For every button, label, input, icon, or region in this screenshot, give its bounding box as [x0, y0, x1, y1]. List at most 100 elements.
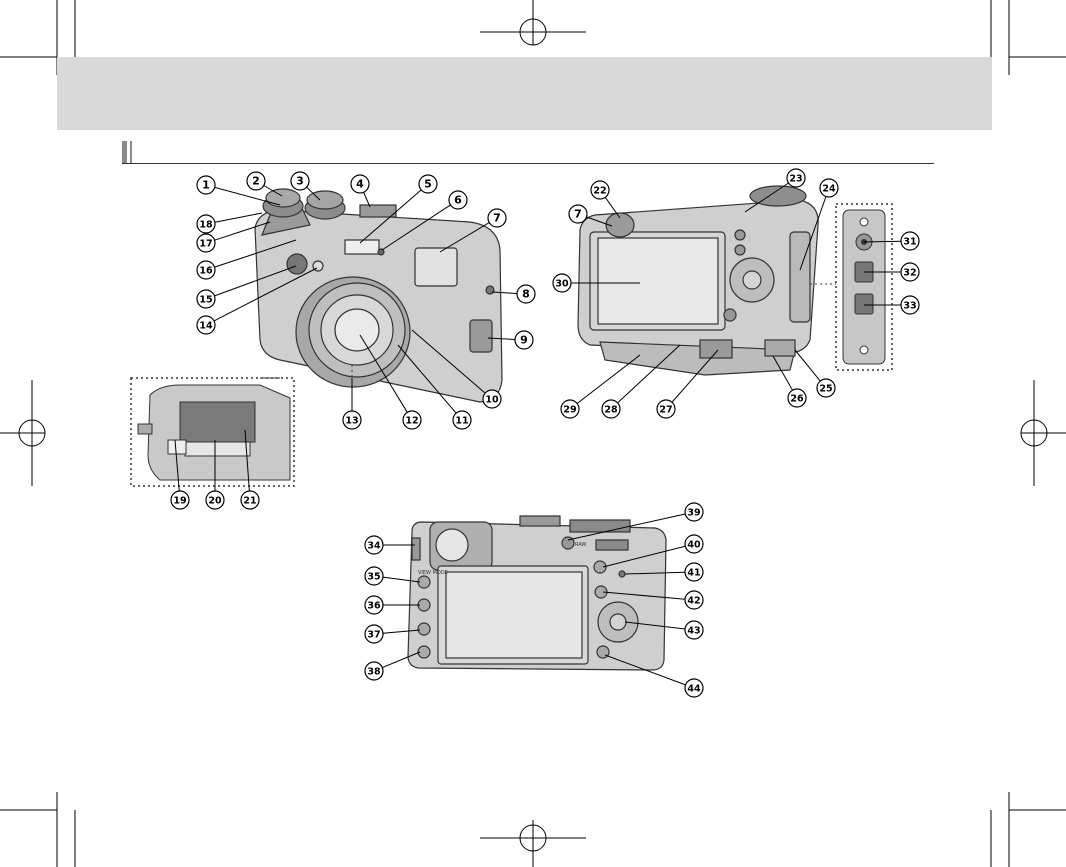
- leader-line: [586, 216, 613, 227]
- view-mode-label: VIEW MODE: [418, 570, 448, 576]
- callout-number: 29: [563, 405, 576, 416]
- callout-circle: [684, 590, 704, 610]
- callout-circle: [900, 295, 920, 315]
- leader-line: [624, 621, 686, 630]
- callout-connector_panel-31: 31: [863, 231, 920, 251]
- callout-number: 9: [520, 334, 528, 347]
- leader-line: [439, 222, 490, 253]
- leader-line: [397, 344, 457, 414]
- leader-line: [214, 239, 297, 268]
- callout-number: 10: [485, 395, 499, 406]
- callout-number: 22: [593, 186, 606, 197]
- callout-number: 7: [493, 212, 501, 225]
- callout-circle: [900, 262, 920, 282]
- section-marker-tick: [130, 141, 132, 163]
- leader-line: [799, 196, 827, 271]
- callout-front_view-9: 9: [487, 330, 534, 350]
- leader-line: [602, 545, 686, 568]
- callout-bottom_side_view-26: 26: [772, 355, 807, 408]
- callout-number: 13: [345, 416, 358, 427]
- callout-number: 27: [659, 405, 672, 416]
- callout-circle: [516, 284, 536, 304]
- callout-front_view-15: 15: [196, 265, 297, 309]
- leader-line: [794, 349, 821, 382]
- leader-line: [744, 182, 789, 213]
- callout-circle: [819, 178, 839, 198]
- callout-front_view-14: 14: [196, 267, 318, 335]
- callout-number: 12: [405, 416, 418, 427]
- section-marker: [122, 141, 127, 163]
- callout-front_view-13: 13: [342, 378, 362, 430]
- callout-number: 7: [574, 208, 582, 221]
- leader-line: [214, 186, 281, 206]
- callout-circle: [364, 661, 384, 681]
- callout-front_view-1: 1: [196, 175, 281, 206]
- callout-front_view-10: 10: [411, 329, 502, 409]
- callout-number: 32: [903, 268, 916, 279]
- callout-circle: [402, 410, 422, 430]
- callout-front_view-17: 17: [196, 221, 271, 253]
- callout-circle: [364, 595, 384, 615]
- callout-circle: [684, 678, 704, 698]
- callout-number: 19: [173, 496, 186, 507]
- callout-front_view-7: 7: [439, 208, 507, 253]
- callout-circle: [684, 620, 704, 640]
- leader-line: [382, 576, 421, 583]
- leader-line: [491, 291, 518, 294]
- leader-line: [604, 654, 686, 686]
- callout-number: 16: [199, 266, 213, 277]
- callout-number: 8: [522, 288, 530, 301]
- callout-circle: [364, 624, 384, 644]
- leader-line: [359, 189, 422, 244]
- callout-circle: [684, 562, 704, 582]
- callout-circle: [590, 180, 610, 200]
- callout-number: 30: [555, 279, 569, 290]
- leader-line: [363, 192, 371, 208]
- callout-back_view-34: 34: [364, 535, 415, 555]
- raw-label: RAW: [575, 542, 586, 548]
- callout-number: 37: [367, 630, 380, 641]
- camera-bottom-drawing: [577, 185, 819, 376]
- leader-line: [617, 344, 681, 404]
- callout-number: 18: [199, 220, 213, 231]
- callout-bottom_side_view-24: 24: [799, 178, 839, 271]
- callout-number: 5: [424, 178, 432, 191]
- callout-circle: [290, 171, 310, 191]
- callout-number: 23: [789, 174, 802, 185]
- callout-back_view-37: 37: [364, 624, 421, 644]
- callout-circle: [684, 502, 704, 522]
- callout-bottom_side_view-30: 30: [552, 273, 640, 293]
- leader-line: [382, 651, 421, 669]
- callout-connector_panel-33: 33: [864, 295, 920, 315]
- callout-battery_chamber-21: 21: [240, 429, 260, 510]
- callout-bottom_side_view-29: 29: [560, 354, 641, 419]
- callout-circle: [560, 399, 580, 419]
- callout-number: 38: [367, 667, 381, 678]
- callout-number: 28: [604, 405, 618, 416]
- callout-circle: [552, 273, 572, 293]
- callout-front_view-3: 3: [290, 171, 321, 201]
- callout-number: 33: [903, 301, 916, 312]
- callout-number: 43: [687, 626, 700, 637]
- callout-circle: [364, 535, 384, 555]
- callout-number: 15: [199, 295, 212, 306]
- leader-line: [359, 334, 408, 413]
- battery-chamber-inset: [130, 377, 295, 487]
- callout-front_view-11: 11: [397, 344, 472, 430]
- leader-line: [174, 439, 180, 492]
- leader-line: [671, 349, 719, 403]
- leader-line: [411, 329, 486, 394]
- callout-front_view-12: 12: [359, 334, 422, 430]
- callout-number: 39: [687, 508, 700, 519]
- callout-circle: [240, 490, 260, 510]
- callout-circle: [816, 378, 836, 398]
- leader-line: [214, 221, 271, 241]
- callout-circle: [787, 388, 807, 408]
- callout-back_view-43: 43: [624, 620, 704, 640]
- callout-bottom_side_view-25: 25: [794, 349, 836, 398]
- leader-line: [604, 197, 621, 219]
- callout-number: 24: [822, 184, 836, 195]
- callout-number: 26: [790, 394, 804, 405]
- leader-line: [772, 355, 793, 391]
